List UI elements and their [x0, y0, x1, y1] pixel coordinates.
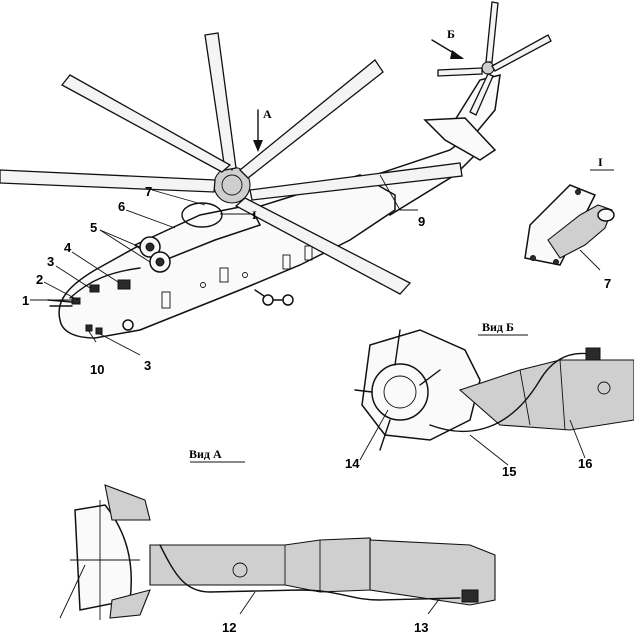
- window-1: [161, 291, 171, 309]
- view-a-shaft: [149, 537, 381, 593]
- tail-rotor-hub: [481, 61, 495, 75]
- cockpit-line: [69, 267, 141, 299]
- view-a-shaft-end: [369, 539, 496, 606]
- label-3b: 3: [144, 358, 151, 373]
- window-4: [304, 245, 313, 261]
- stabilizer: [423, 117, 497, 161]
- view-a-hub: [74, 504, 133, 611]
- label-5: 5: [90, 220, 97, 235]
- view-arrow-a: [253, 109, 263, 152]
- tail-blade-3: [437, 67, 483, 77]
- tail-blade-2: [491, 34, 552, 72]
- view-a: [59, 461, 496, 620]
- blade-3: [249, 162, 463, 201]
- sensor-2: [71, 297, 81, 305]
- label-2: 2: [36, 272, 43, 287]
- tail-blade-4: [469, 73, 494, 116]
- nose-wheel: [122, 319, 134, 331]
- sensor-3b: [95, 327, 103, 335]
- view-arrow-b: [431, 39, 464, 59]
- sensor-4: [117, 279, 131, 290]
- blade-6: [61, 74, 232, 173]
- window-3: [282, 254, 291, 270]
- callout-i-label: I: [252, 208, 257, 222]
- view-b-caption: Вид Б: [482, 320, 514, 334]
- label-15: 15: [502, 464, 516, 479]
- blade-5: [0, 169, 216, 193]
- label-13: 13: [414, 620, 428, 635]
- fuselage: [58, 174, 396, 339]
- label-7a: 7: [145, 184, 152, 199]
- arrow-b-label: Б: [447, 27, 455, 41]
- arrow-a-label: А: [263, 107, 272, 121]
- view-b-shaft: [458, 359, 634, 431]
- wheel-2: [282, 294, 294, 306]
- view-b: [354, 329, 634, 466]
- label-10: 10: [90, 362, 104, 377]
- label-14: 14: [345, 456, 360, 471]
- label-3a: 3: [47, 254, 54, 269]
- sensor-10: [85, 324, 93, 332]
- blade-2: [239, 59, 384, 179]
- helicopter: [0, 1, 552, 339]
- blade-4: [234, 197, 412, 295]
- detail-i: [524, 169, 615, 271]
- label-16: 16: [578, 456, 592, 471]
- view-b-connector: [585, 347, 601, 361]
- window-2: [219, 267, 229, 283]
- detail-i-caption: I: [598, 155, 603, 169]
- label-9: 9: [418, 214, 425, 229]
- blade-1: [204, 32, 237, 171]
- label-6: 6: [118, 199, 125, 214]
- label-1: 1: [22, 293, 29, 308]
- tail-blade-1: [485, 1, 499, 63]
- view-a-connector: [461, 589, 479, 603]
- callout-circle-i: [181, 202, 223, 228]
- sensor-3a: [89, 284, 100, 293]
- view-a-caption: Вид А: [189, 447, 222, 461]
- label-4: 4: [64, 240, 72, 255]
- view-b-hub: [371, 363, 429, 421]
- leader-lines: [30, 174, 418, 356]
- wheel-1: [262, 294, 274, 306]
- label-7b: 7: [604, 276, 611, 291]
- label-12: 12: [222, 620, 236, 635]
